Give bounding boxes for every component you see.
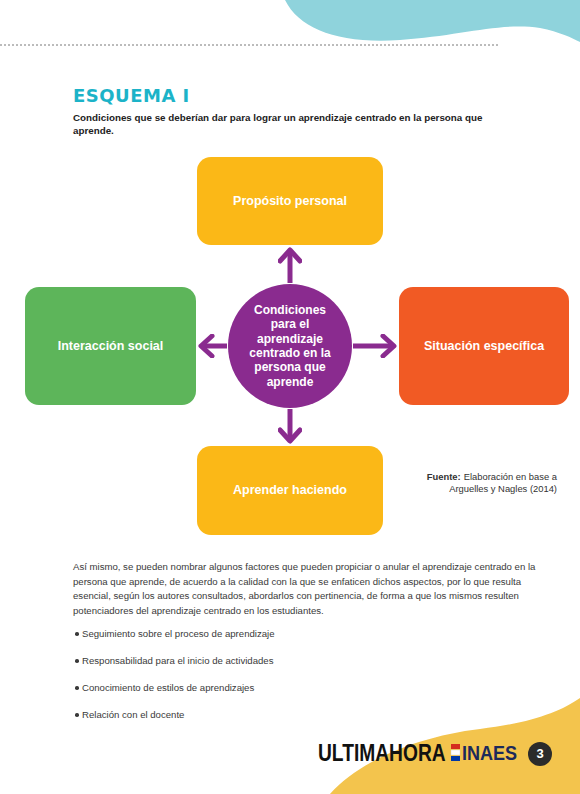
- node-label: Propósito personal: [233, 194, 347, 209]
- page-number-badge: [528, 742, 552, 766]
- source-text: Fuente:: [427, 471, 461, 482]
- source-note: Fuente:Elaboración en base a Arguelles y…: [420, 471, 557, 495]
- arrow-connector: [288, 250, 293, 283]
- condition-box: Situación específica: [399, 287, 569, 405]
- arrow-connector: [353, 344, 394, 349]
- node-label: Situación específica: [424, 339, 544, 354]
- node-label: Aprender haciendo: [233, 483, 347, 498]
- page-number: 3: [528, 746, 552, 762]
- flag-stripe: [451, 756, 460, 761]
- list-item: Conocimiento de estilos de aprendizajes: [82, 681, 542, 695]
- list-item: Responsabilidad para el inicio de activi…: [82, 654, 542, 668]
- institute-logo: INAES: [462, 741, 517, 765]
- arrow-connector: [288, 409, 293, 441]
- node-label: Condiciones para el aprendizaje centrado…: [241, 303, 339, 389]
- diagram-title: ESQUEMA I: [73, 85, 190, 106]
- list-item: Seguimiento sobre el proceso de aprendiz…: [82, 627, 542, 641]
- list-item: Relación con el docente: [82, 708, 542, 722]
- circle-shape: [228, 284, 352, 408]
- node-label: Interacción social: [58, 339, 164, 354]
- condition-box: Interacción social: [25, 287, 196, 405]
- publisher-logo: ULTIMAHORA: [318, 739, 446, 768]
- condition-box: Propósito personal: [197, 157, 383, 245]
- condition-box: Aprender haciendo: [197, 446, 383, 535]
- diagram-caption: Condiciones que se deberían dar para log…: [73, 111, 523, 137]
- center-circle: Condiciones para el aprendizaje centrado…: [228, 284, 352, 408]
- body-paragraph: Así mismo, se pueden nombrar algunos fac…: [73, 560, 551, 618]
- flag-stripe: [451, 750, 460, 755]
- flag-stripe: [451, 744, 460, 749]
- dashed-rule: [0, 45, 500, 46]
- arrow-connector: [201, 344, 227, 349]
- source-text: Elaboración en base a Arguelles y Nagles…: [449, 471, 557, 494]
- top-wave: [285, 0, 580, 42]
